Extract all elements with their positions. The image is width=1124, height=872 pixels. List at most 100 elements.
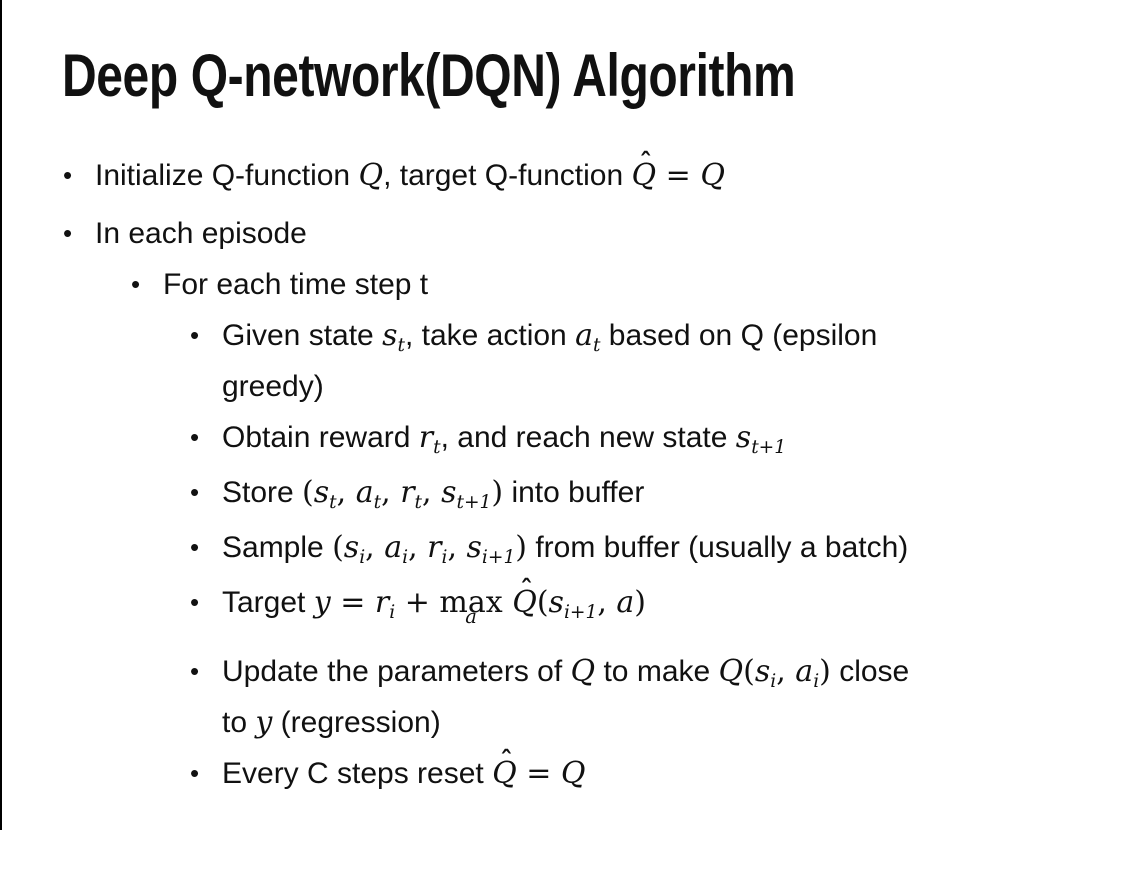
max-under-variable: a — [465, 605, 477, 629]
bullet-text: Obtain reward rt, and reach new state st… — [222, 420, 786, 458]
math-subscript: i — [389, 601, 396, 623]
text-segment: In each episode — [95, 217, 307, 250]
text-segment: , and reach new state — [440, 421, 736, 454]
math-operator: ) — [634, 585, 646, 620]
math-variable: Q — [560, 756, 586, 791]
bullet-icon: • — [63, 218, 73, 248]
text-segment: , take action — [404, 319, 576, 352]
slide-left-border — [0, 0, 2, 830]
math-operator: , — [381, 475, 401, 510]
text-segment: to — [222, 706, 256, 739]
text-segment: based on Q (epsilon — [600, 319, 878, 352]
math-subscript: i+1 — [481, 546, 516, 568]
math-operator: = — [656, 158, 701, 193]
math-subscript: t — [329, 491, 337, 513]
bullet-item: • Store (st, at, rt, st+1) into buffer — [0, 469, 1124, 520]
bullet-text: In each episode — [95, 217, 307, 250]
math-variable: s — [735, 420, 752, 455]
math-operator: ( — [332, 530, 344, 565]
bullet-item: •For each time step t — [0, 261, 1124, 308]
text-segment: Store — [222, 476, 303, 509]
hat-accent-icon: ˆ — [520, 574, 533, 605]
math-subscript: t — [397, 334, 405, 356]
math-variable: Q — [700, 158, 725, 193]
math-variable: a — [575, 318, 593, 353]
math-subscript: i — [402, 546, 409, 568]
math-variable: a — [616, 585, 635, 620]
bullet-icon: • — [190, 656, 200, 686]
hat-base: Q — [631, 158, 657, 193]
bullet-text: Sample (si, ai, ri, si+1) from buffer (u… — [222, 530, 909, 568]
math-subscript: t+1 — [456, 491, 492, 513]
math-variable: a — [384, 530, 403, 565]
bullet-icon: • — [63, 160, 73, 190]
math-operator: , — [336, 475, 356, 510]
text-segment: Sample — [222, 531, 333, 564]
text-segment: Initialize Q-function — [95, 159, 359, 192]
bullet-item: •Sample (si, ai, ri, si+1) from buffer (… — [0, 524, 1124, 575]
hat-accent-icon: ˆ — [639, 147, 653, 178]
bullet-icon: • — [190, 532, 200, 562]
math-variable: Q — [718, 654, 744, 689]
math-variable: Q — [358, 158, 384, 193]
text-segment: Target — [222, 586, 314, 619]
text-segment: close — [830, 655, 910, 688]
math-variable: r — [400, 475, 415, 510]
bullet-text: Initialize Q-function Q, target Q-functi… — [95, 150, 725, 193]
text-segment: from buffer (usually a batch) — [527, 531, 909, 564]
math-subscript: i — [359, 546, 366, 568]
bullet-text: Given state st, take action at based on … — [222, 318, 878, 403]
text-segment: into buffer — [503, 476, 645, 509]
math-variable: Q — [570, 654, 596, 689]
math-operator: ( — [302, 475, 314, 510]
bullet-icon: • — [131, 269, 141, 299]
text-segment: , target Q-function — [383, 159, 632, 192]
math-subscript: t — [433, 436, 441, 458]
math-operator: , — [776, 654, 796, 689]
bullet-text: Store (st, at, rt, st+1) into buffer — [222, 475, 645, 513]
math-variable: s — [754, 654, 771, 689]
math-operator: = — [516, 756, 561, 791]
hat-base: Q — [492, 756, 517, 791]
bullet-list: •Initialize Q-function Q, target Q-funct… — [0, 150, 1124, 797]
bullet-item: • In each episode — [0, 210, 1124, 257]
max-label: max — [439, 585, 503, 620]
math-variable: a — [355, 475, 374, 510]
text-segment: Update the parameters of — [222, 655, 571, 688]
text-segment: Every C steps reset — [222, 757, 493, 790]
slide-title: Deep Q-network(DQN) Algorithm — [62, 42, 796, 109]
math-subscript: t — [373, 491, 382, 513]
math-subscript: i — [441, 546, 448, 568]
math-variable: r — [374, 585, 390, 620]
math-variable: a — [795, 654, 814, 689]
text-segment: to make — [595, 655, 719, 688]
text-segment: (regression) — [272, 706, 441, 739]
bullet-icon: • — [190, 477, 200, 507]
math-variable: y — [313, 585, 331, 620]
math-operator — [503, 585, 513, 620]
math-variable: r — [427, 530, 442, 565]
math-operator: + — [395, 585, 440, 620]
math-variable: r — [418, 420, 434, 455]
math-operator: , — [597, 585, 617, 620]
bullet-icon: • — [190, 422, 200, 452]
math-operator: ) — [819, 654, 831, 689]
math-operator: = — [330, 585, 375, 620]
text-segment: greedy) — [222, 370, 324, 403]
text-segment: Obtain reward — [222, 421, 419, 454]
math-operator: ) — [491, 475, 504, 510]
math-operator: , — [408, 530, 428, 565]
math-variable: s — [313, 475, 330, 510]
math-subscript: t — [414, 491, 423, 513]
math-variable: s — [343, 530, 360, 565]
math-variable: s — [441, 475, 457, 510]
hat-base: Q — [512, 585, 537, 620]
bullet-icon: • — [190, 320, 200, 350]
bullet-item: • Obtain reward rt, and reach new state s… — [0, 414, 1124, 465]
bullet-item: •Initialize Q-function Q, target Q-funct… — [0, 150, 1124, 199]
